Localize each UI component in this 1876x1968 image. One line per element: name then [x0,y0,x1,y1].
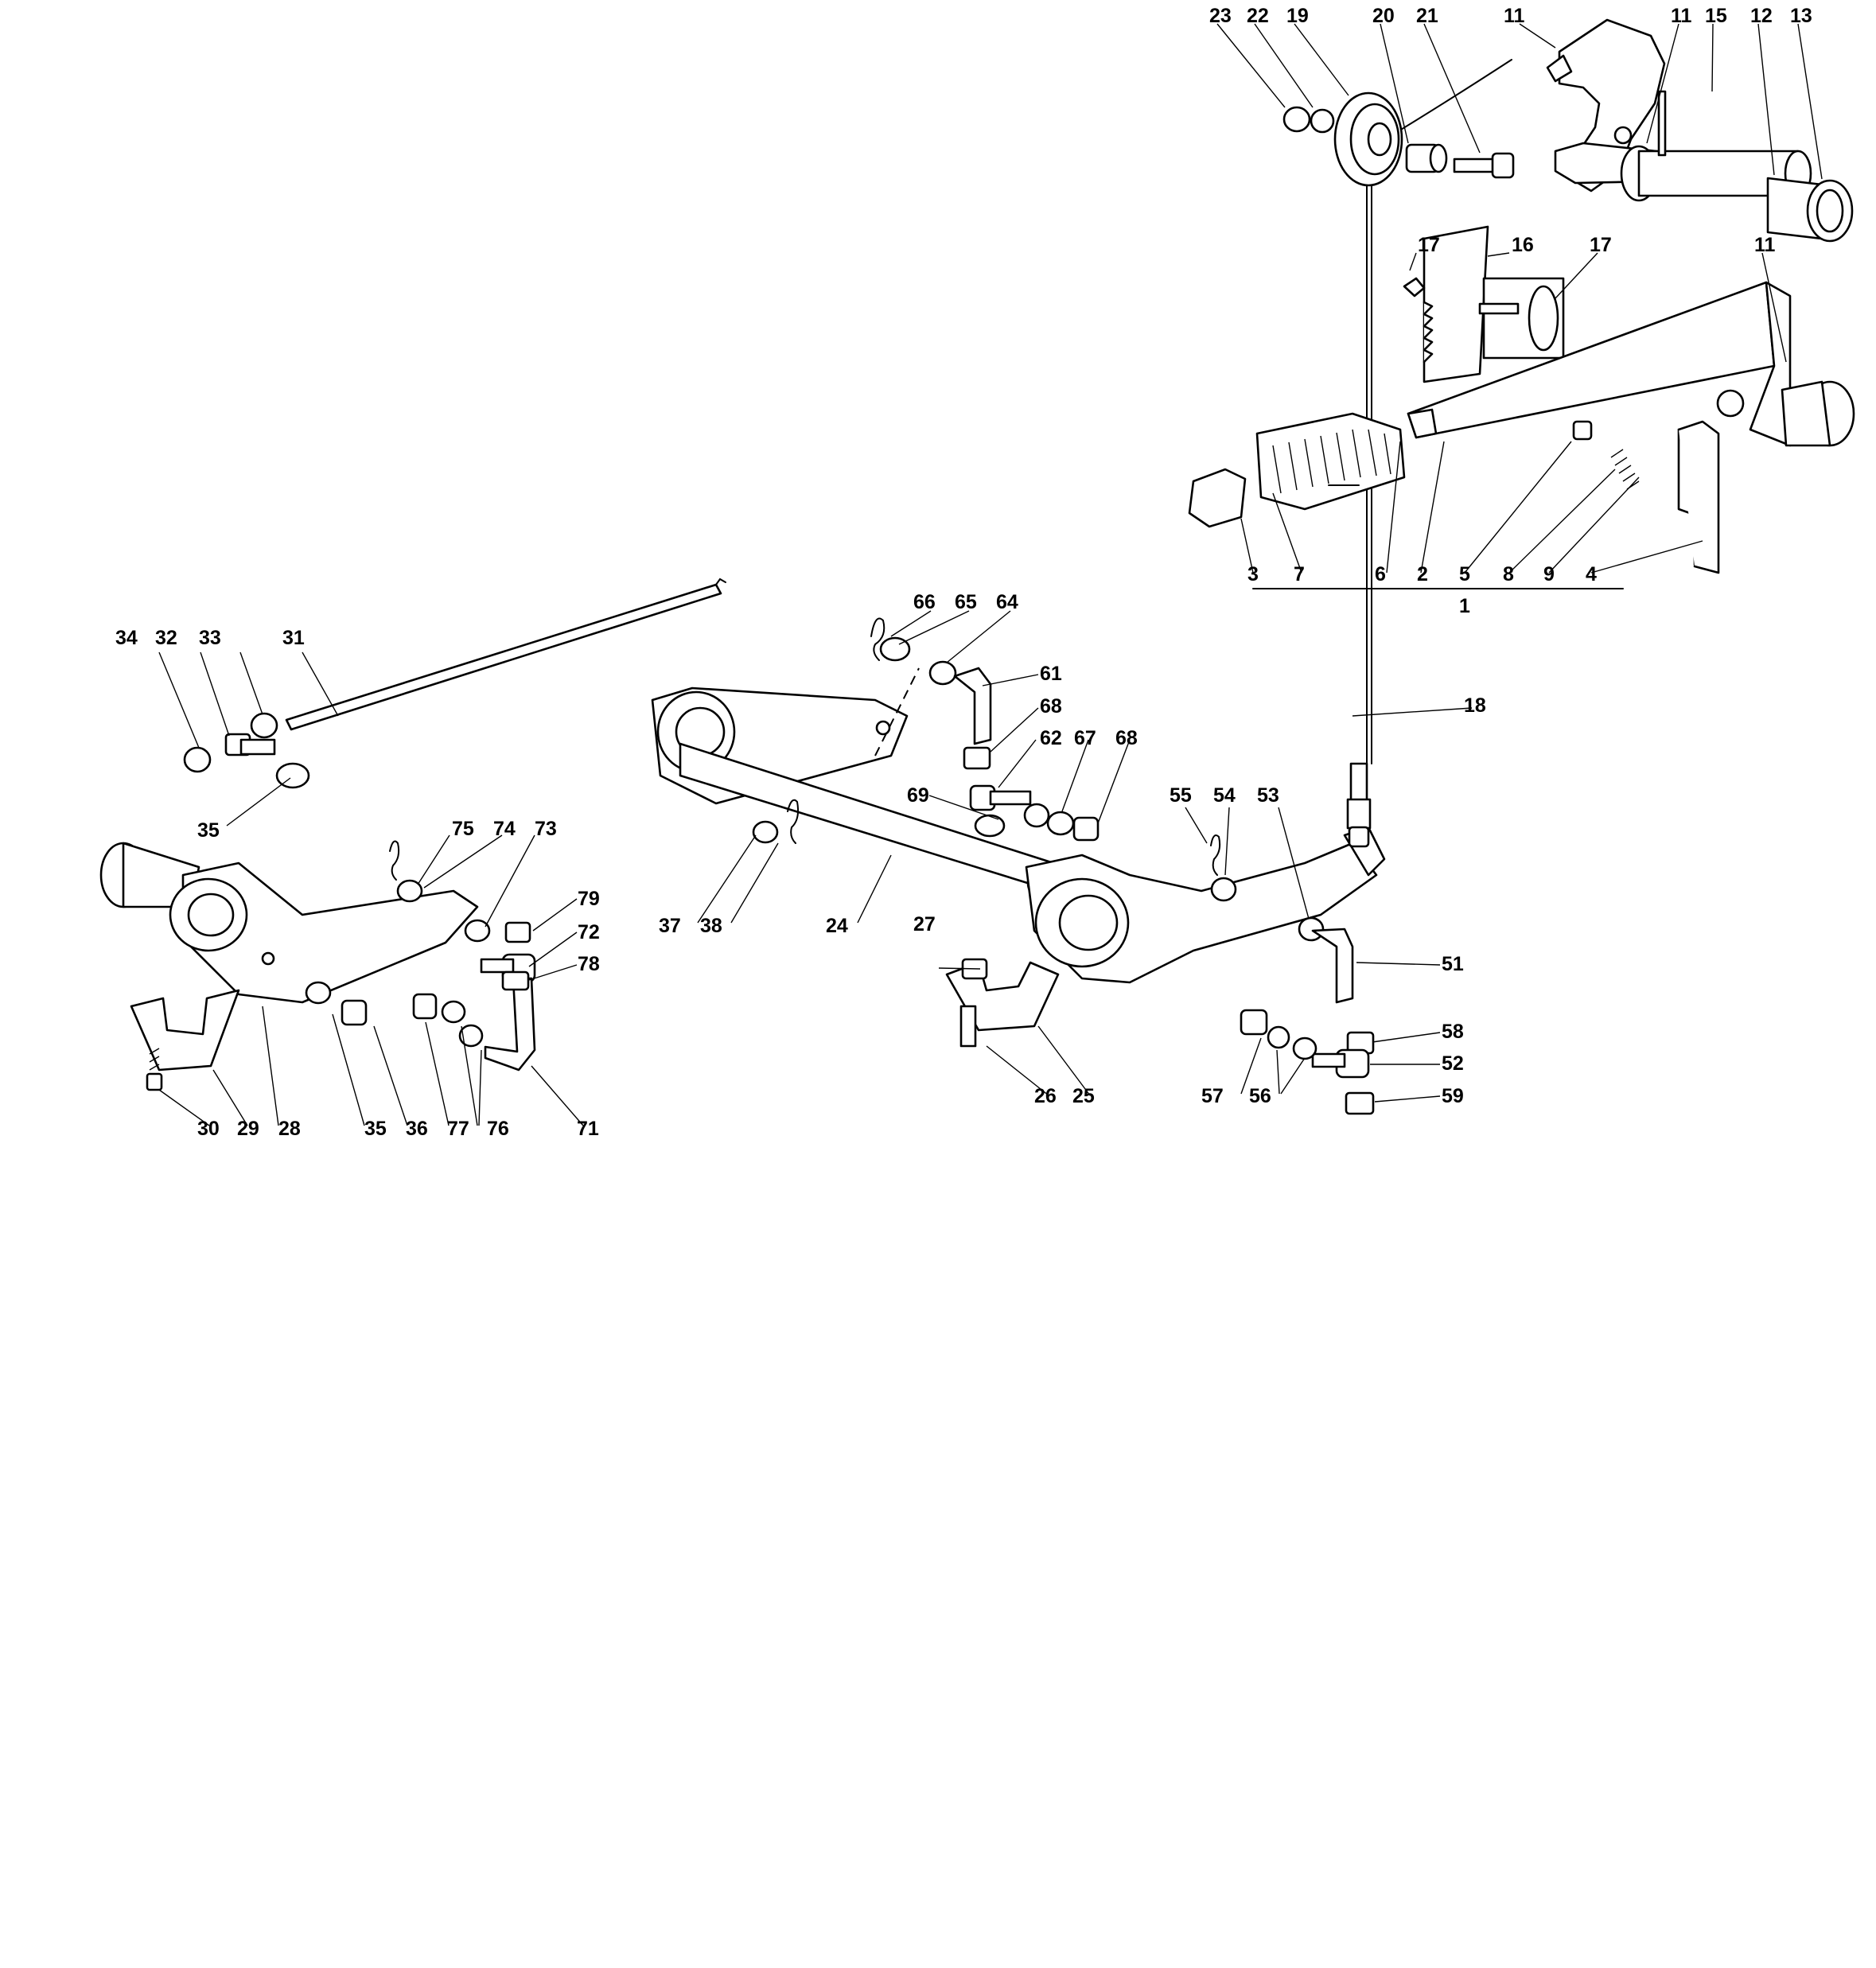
callout-10: 11 [1504,5,1525,27]
callout-51: 51 [1442,953,1464,975]
callout-65: 66 [913,591,936,613]
callout-3: 3 [1247,563,1259,585]
callout-59: 59 [1442,1085,1464,1107]
callout-57: 57 [1201,1085,1224,1107]
callout-72: 72 [578,921,600,943]
main-pivot-shaft [651,667,1386,984]
shaft-with-bushes [1554,90,1854,243]
callout-34: 34 [115,627,138,649]
callout-67: 68 [1115,727,1138,749]
callout-78: 78 [578,953,600,975]
callout-11a: 11 [1671,5,1692,27]
callout-5: 5 [1459,563,1470,585]
callout-56: 56 [1249,1085,1271,1107]
callout-17: 17 [1418,234,1440,256]
callout-73: 73 [535,818,557,840]
callout-35b: 35 [364,1118,387,1140]
callout-2: 2 [1417,563,1428,585]
callout-76: 76 [487,1118,509,1140]
callout-38: 38 [700,915,722,937]
callout-11b: 11 [1754,234,1776,256]
callout-32: 32 [155,627,177,649]
callout-6: 6 [1375,563,1386,585]
callout-69: 69 [907,784,929,807]
pulley-assembly [1282,59,1515,764]
callout-64: 65 [955,591,977,613]
callout-22: 22 [1247,5,1269,27]
callout-36: 36 [406,1118,428,1140]
callout-53: 53 [1257,784,1279,807]
callout-12: 12 [1750,5,1773,27]
callout-18: 18 [1464,694,1486,717]
callout-75: 75 [452,818,474,840]
callout-1: 1 [1459,595,1470,617]
callout-9: 9 [1543,563,1555,585]
callout-23: 23 [1209,5,1232,27]
callout-14: 15 [1705,5,1727,27]
callout-52: 52 [1442,1052,1464,1075]
callout-62: 62 [1040,727,1062,749]
callout-16: 17 [1590,234,1612,256]
callout-26: 26 [1034,1085,1057,1107]
callout-35a: 35 [197,819,220,842]
callout-15: 16 [1512,234,1534,256]
callout-71: 71 [577,1118,599,1140]
callout-66: 67 [1074,727,1096,749]
callout-61: 61 [1040,663,1062,685]
callout-4: 4 [1586,563,1597,585]
callout-20: 20 [1372,5,1395,27]
callout-19: 19 [1286,5,1309,27]
callout-54: 54 [1213,784,1236,807]
pedal-rubber-grip [1188,412,1406,528]
callout-68: 68 [1040,695,1062,718]
callout-21: 21 [1416,5,1438,27]
callout-labels: 23 22 19 20 21 11 11 15 12 13 17 16 17 1… [115,5,1812,1140]
callout-30: 30 [197,1118,220,1140]
callout-28: 28 [278,1118,301,1140]
callout-37: 37 [659,915,681,937]
callout-29: 29 [237,1118,259,1140]
callout-58: 58 [1442,1021,1464,1043]
callout-25: 25 [1072,1085,1095,1107]
callout-55: 55 [1170,784,1192,807]
callout-63: 64 [996,591,1018,613]
callout-24: 24 [826,915,848,937]
callout-33: 33 [199,627,221,649]
callout-7: 7 [1294,563,1305,585]
pedal-lever-bracket [1403,225,1855,574]
callout-74: 74 [493,818,516,840]
callout-31: 31 [282,627,305,649]
callout-8: 8 [1503,563,1514,585]
pedal-arm-right [1328,484,1372,848]
callout-13: 13 [1790,5,1812,27]
callout-79: 79 [578,888,600,910]
hardware-items [305,617,1375,1115]
callout-77: 77 [447,1118,469,1140]
connecting-rod [183,578,726,789]
callout-27: 27 [913,913,936,935]
leader-lines [158,23,1823,1126]
